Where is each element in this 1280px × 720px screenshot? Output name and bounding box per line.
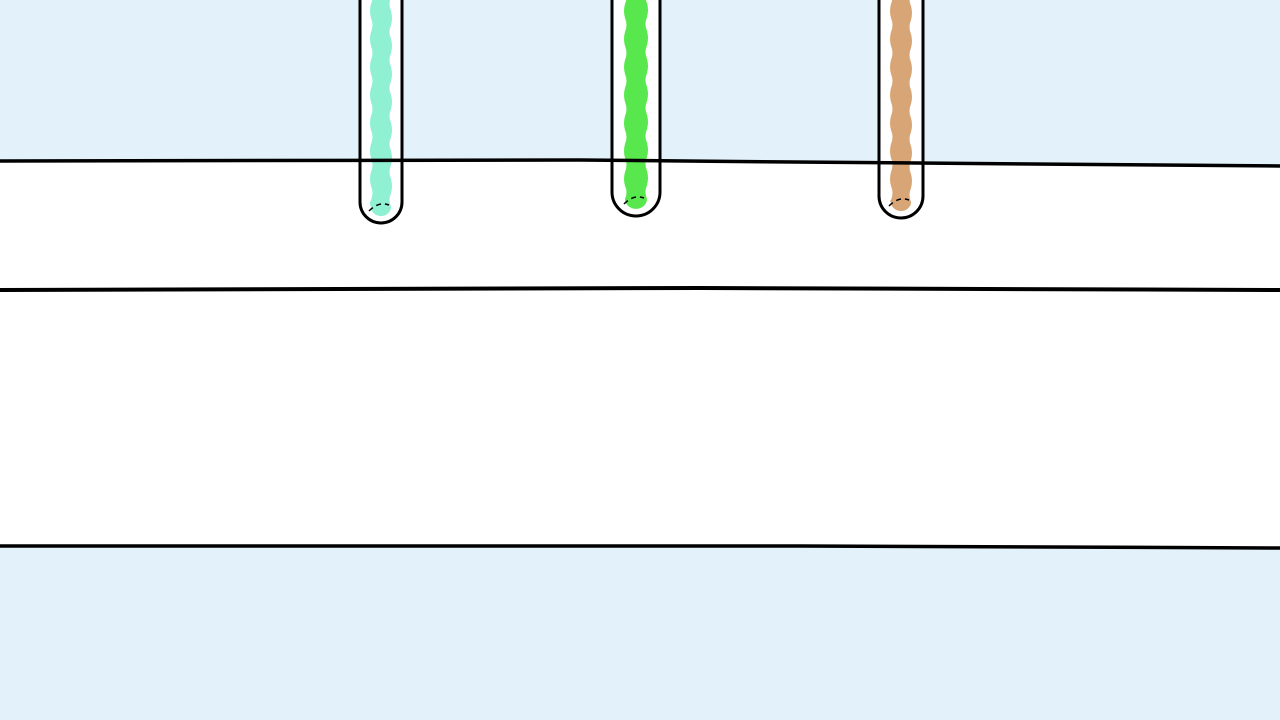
drawer-bottom-edge <box>0 543 1280 550</box>
shelf-top-edge <box>0 158 1280 168</box>
tube-tan-liquid <box>890 0 912 211</box>
tube-rack-shelf <box>0 160 1280 289</box>
tube-aqua-meniscus <box>368 203 390 212</box>
shelf-bottom-edge <box>0 285 1280 293</box>
drawer-panel <box>0 290 1280 547</box>
tube-green-outline <box>610 0 662 218</box>
tube-tan-outline <box>877 0 925 220</box>
tube-aqua-outline <box>358 0 404 225</box>
tube-green[interactable] <box>610 0 662 218</box>
tube-green-meniscus <box>623 196 645 205</box>
tube-tan[interactable] <box>877 0 925 220</box>
tube-green-liquid <box>624 0 648 209</box>
tube-aqua[interactable] <box>358 0 404 225</box>
tube-aqua-liquid <box>370 0 392 216</box>
tube-tan-meniscus <box>888 198 910 207</box>
